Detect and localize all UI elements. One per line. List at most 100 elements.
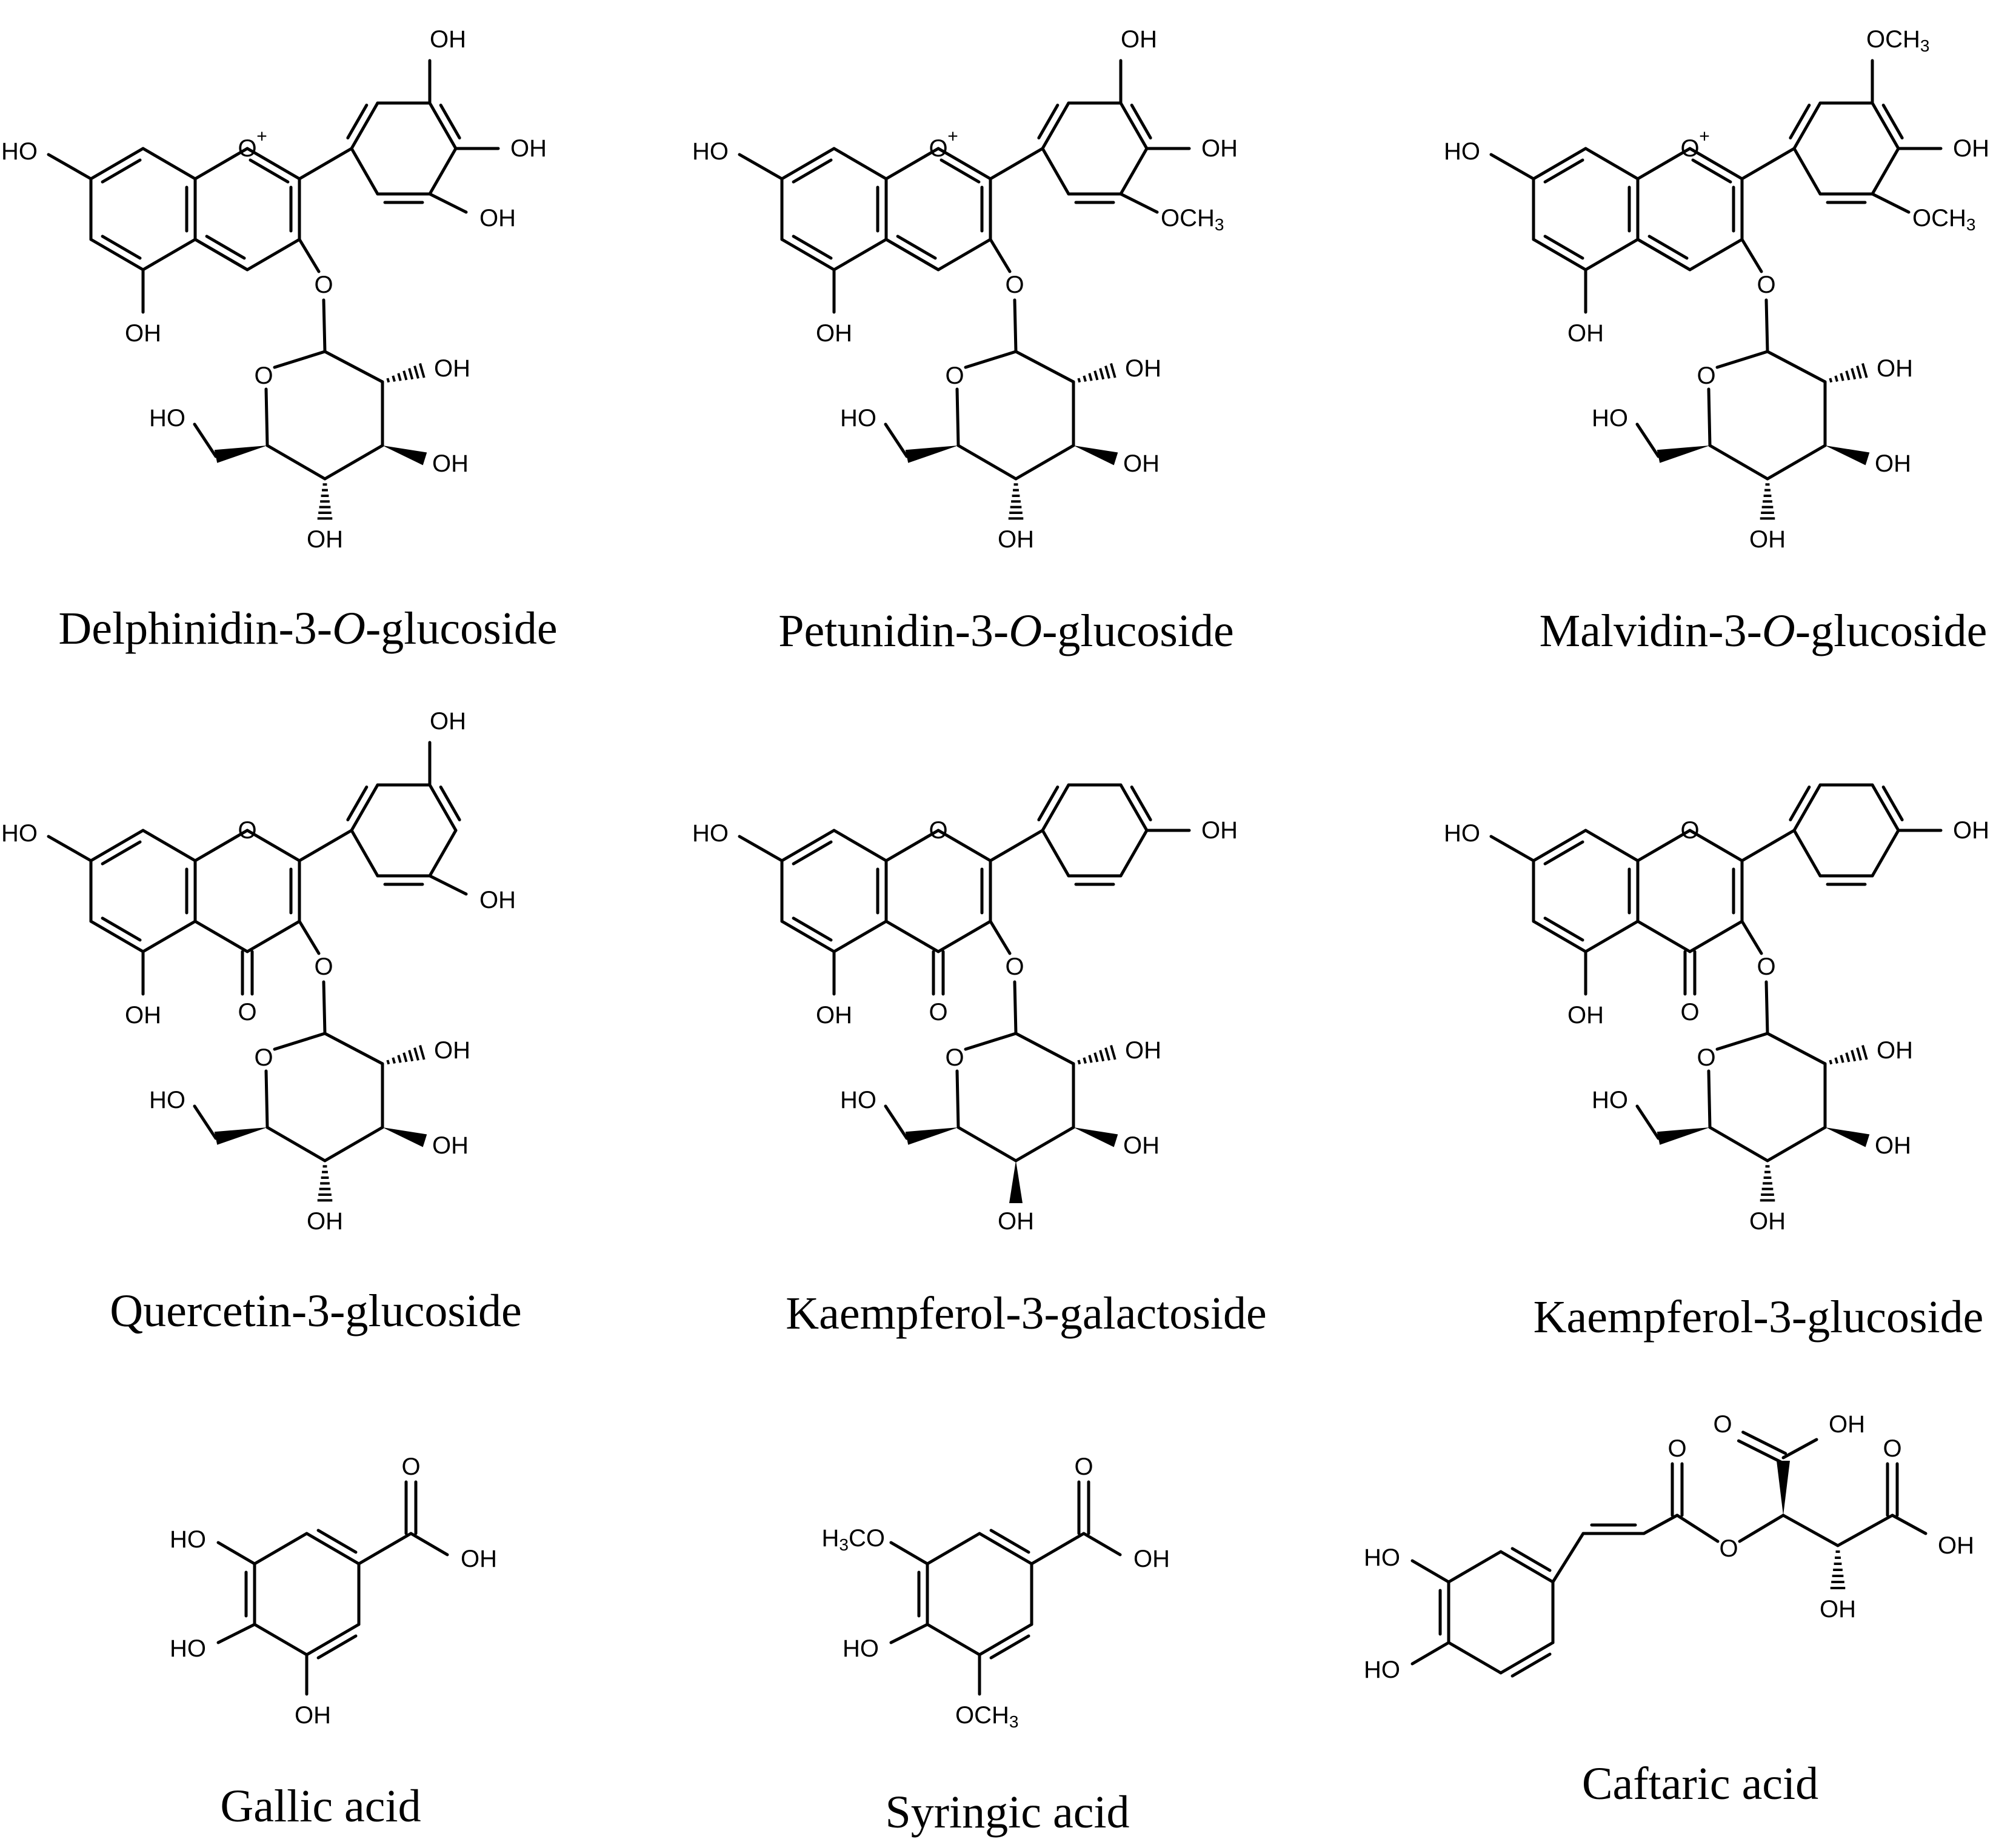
bond <box>1636 829 1692 863</box>
atom-label: HO <box>149 405 185 432</box>
bond <box>1447 1641 1503 1675</box>
double-bond <box>989 1529 1030 1554</box>
bond <box>955 387 960 447</box>
bond <box>1707 387 1712 447</box>
hash-bond <box>392 375 396 382</box>
hash-bond <box>1093 1052 1099 1063</box>
atom-label: OH <box>1829 1411 1865 1438</box>
atom-label: O <box>401 1453 420 1480</box>
bond <box>350 783 379 832</box>
atom-label: O <box>1719 1535 1738 1562</box>
double-bond <box>316 1634 358 1660</box>
atom-label: O <box>929 999 947 1026</box>
wedge-bond <box>1073 445 1118 466</box>
atom-label: OH <box>479 205 516 232</box>
bond <box>141 919 197 953</box>
bond <box>1675 1513 1720 1543</box>
bond <box>1740 829 1796 863</box>
wedge-bond <box>1073 1127 1118 1147</box>
atom-label: O <box>1697 362 1715 389</box>
atom-label: OH <box>434 1037 470 1064</box>
hash-bond <box>386 378 390 383</box>
hash-bond <box>408 1050 414 1062</box>
double-bond <box>1789 104 1811 140</box>
hash-bond <box>408 368 414 380</box>
wedge-bond <box>1009 1161 1023 1203</box>
wedge-bond <box>382 445 427 466</box>
bond <box>1489 153 1535 181</box>
bond <box>1041 101 1070 150</box>
atom-label: O <box>254 362 273 389</box>
atom-label: OH <box>1877 355 1913 382</box>
hash-bond <box>386 1059 390 1065</box>
double-bond <box>1543 840 1584 866</box>
hash-bond <box>1083 1057 1087 1064</box>
bond <box>1532 829 1587 863</box>
bond <box>926 1623 981 1657</box>
atom-label: O <box>314 953 333 980</box>
double-bond <box>1130 786 1152 822</box>
atom-label: OH <box>432 450 469 477</box>
bond <box>1447 1550 1503 1584</box>
atom-label: HO <box>170 1635 206 1662</box>
double-bond <box>989 1634 1030 1660</box>
bond <box>350 147 379 196</box>
atom-label: O <box>238 817 256 844</box>
atom-label: OH <box>1201 817 1238 844</box>
charge-label: + <box>1699 127 1710 147</box>
caption-gallic-acid: Gallic acid <box>220 1781 421 1832</box>
caption-delphinidin: Delphinidin-3-O-glucoside <box>58 603 557 654</box>
atom-label: OH <box>1820 1596 1856 1623</box>
bond <box>1499 1641 1555 1675</box>
hash-bond <box>402 1052 408 1063</box>
bond <box>1636 238 1692 272</box>
atom-label: OCH3 <box>1161 205 1224 234</box>
double-bond <box>316 1529 358 1554</box>
bond <box>409 1532 449 1557</box>
wedge-bond <box>1825 445 1870 466</box>
wedge-bond <box>214 1127 267 1145</box>
hash-bond <box>413 365 419 379</box>
bond <box>1014 350 1075 384</box>
bond <box>253 1623 309 1657</box>
atom-label: HO <box>1444 138 1480 165</box>
hash-bond <box>1829 1059 1833 1065</box>
bond <box>1119 829 1149 878</box>
atom-label: O <box>1005 272 1024 298</box>
hash-bond <box>1834 1057 1838 1064</box>
bond <box>978 1623 1033 1657</box>
bond <box>1499 1550 1555 1584</box>
atom-label: OH <box>1123 1132 1160 1159</box>
double-bond <box>101 158 142 184</box>
bond <box>884 422 909 458</box>
atom-label: OH <box>1125 1037 1161 1064</box>
bond <box>964 350 1018 369</box>
bond <box>884 919 940 953</box>
atom-label: O <box>929 817 947 844</box>
bond <box>884 1104 909 1140</box>
bond <box>956 444 1018 481</box>
bond <box>989 829 1044 863</box>
atom-label: OH <box>1749 1208 1786 1235</box>
atom-label: O <box>1680 817 1699 844</box>
bond <box>780 147 836 181</box>
atom-label: OH <box>461 1546 497 1572</box>
hash-bond <box>1110 362 1116 378</box>
atom-label: O <box>1680 999 1699 1026</box>
atom-label: OH <box>434 355 470 382</box>
bond <box>428 192 468 214</box>
caption-syringic-acid: Syringic acid <box>885 1787 1129 1838</box>
bond <box>273 1032 327 1051</box>
bond <box>1082 1532 1122 1557</box>
hash-bond <box>1845 1052 1851 1063</box>
bond <box>1738 1513 1785 1543</box>
atom-label: OH <box>1123 450 1160 477</box>
double-bond <box>346 786 369 822</box>
caption-quercetin: Quercetin-3-glucoside <box>110 1286 522 1336</box>
atom-label: OH <box>816 1002 852 1029</box>
atom-label: HO <box>1444 820 1480 847</box>
bond <box>1584 238 1640 272</box>
